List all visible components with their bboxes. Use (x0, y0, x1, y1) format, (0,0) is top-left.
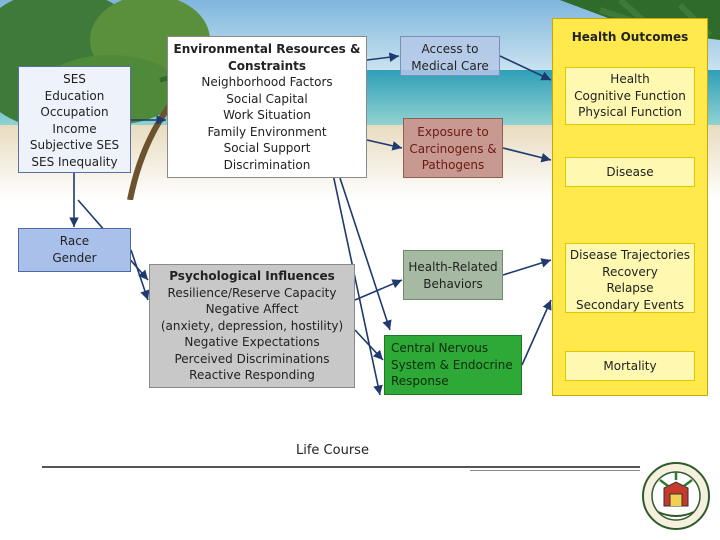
psychological-item: Resilience/Reserve Capacity (167, 285, 337, 300)
psychological-item: Negative Affect (205, 302, 299, 316)
health-box: Health Cognitive Function Physical Funct… (565, 67, 695, 125)
access-medical-care-box: Access to Medical Care (400, 36, 500, 76)
environmental-item: Work Situation (223, 108, 311, 122)
exposure-box: Exposure to Carcinogens & Pathogens (403, 118, 503, 178)
health-item: Cognitive Function (574, 88, 686, 103)
behaviors-line: Health-Related (408, 260, 498, 274)
race-label: Race (59, 234, 90, 248)
university-seal-icon (642, 462, 710, 530)
health-item: Physical Function (578, 105, 682, 119)
disease-trajectories-box: Disease Trajectories Recovery Relapse Se… (565, 243, 695, 313)
life-course-label: Life Course (296, 443, 369, 458)
exposure-line: Carcinogens & (409, 141, 497, 156)
ses-item: SES Inequality (31, 154, 118, 169)
cns-line: Response (391, 374, 449, 388)
health-outcomes-title: Health Outcomes (571, 30, 689, 44)
cns-line: System & Endocrine (391, 357, 513, 372)
health-outcomes-panel: Health Outcomes Health Cognitive Functio… (552, 18, 708, 396)
race-gender-box: Race Gender (18, 228, 131, 272)
health-behaviors-box: Health-Related Behaviors (403, 250, 503, 300)
access-line: Medical Care (411, 58, 489, 73)
exposure-line: Exposure to (417, 125, 489, 139)
environmental-resources-box: Environmental Resources & Constraints Ne… (167, 36, 367, 178)
psychological-item: Perceived Discriminations (174, 351, 330, 366)
mortality-label: Mortality (603, 359, 657, 373)
cns-line: Central Nervous (391, 341, 489, 355)
behaviors-line: Behaviors (423, 276, 483, 291)
mortality-box: Mortality (565, 351, 695, 381)
psychological-title: Psychological Influences (169, 269, 335, 283)
trajectories-item: Recovery (602, 264, 658, 279)
disease-label: Disease (606, 165, 654, 179)
ses-box: SES Education Occupation Income Subjecti… (18, 66, 131, 173)
ses-item: Subjective SES (29, 138, 120, 152)
gender-label: Gender (52, 250, 97, 265)
psychological-item: Negative Expectations (184, 335, 320, 349)
ses-item: Income (52, 121, 97, 136)
ses-item: Education (44, 88, 105, 103)
psychological-item: Reactive Responding (189, 368, 315, 382)
ses-item: Occupation (40, 105, 109, 119)
health-title: Health (610, 72, 650, 86)
environmental-item: Family Environment (207, 124, 327, 139)
access-line: Access to (421, 42, 479, 56)
cns-endocrine-box: Central Nervous System & Endocrine Respo… (384, 335, 522, 395)
trajectories-item: Relapse (606, 281, 654, 295)
timeline-divider (470, 470, 640, 471)
environmental-item: Discrimination (223, 157, 311, 172)
environmental-title: Constraints (227, 58, 307, 73)
exposure-line: Pathogens (421, 158, 485, 172)
life-course-timeline (42, 466, 640, 468)
trajectories-item: Secondary Events (576, 297, 684, 312)
environmental-item: Neighborhood Factors (201, 75, 333, 89)
disease-box: Disease (565, 157, 695, 187)
environmental-item: Social Capital (226, 91, 308, 106)
environmental-item: Social Support (223, 141, 311, 155)
trajectories-title: Disease Trajectories (569, 248, 691, 262)
psychological-influences-box: Psychological Influences Resilience/Rese… (149, 264, 355, 388)
ses-title: SES (63, 72, 86, 86)
psychological-item: (anxiety, depression, hostility) (160, 318, 344, 333)
environmental-title: Environmental Resources & (173, 42, 361, 56)
